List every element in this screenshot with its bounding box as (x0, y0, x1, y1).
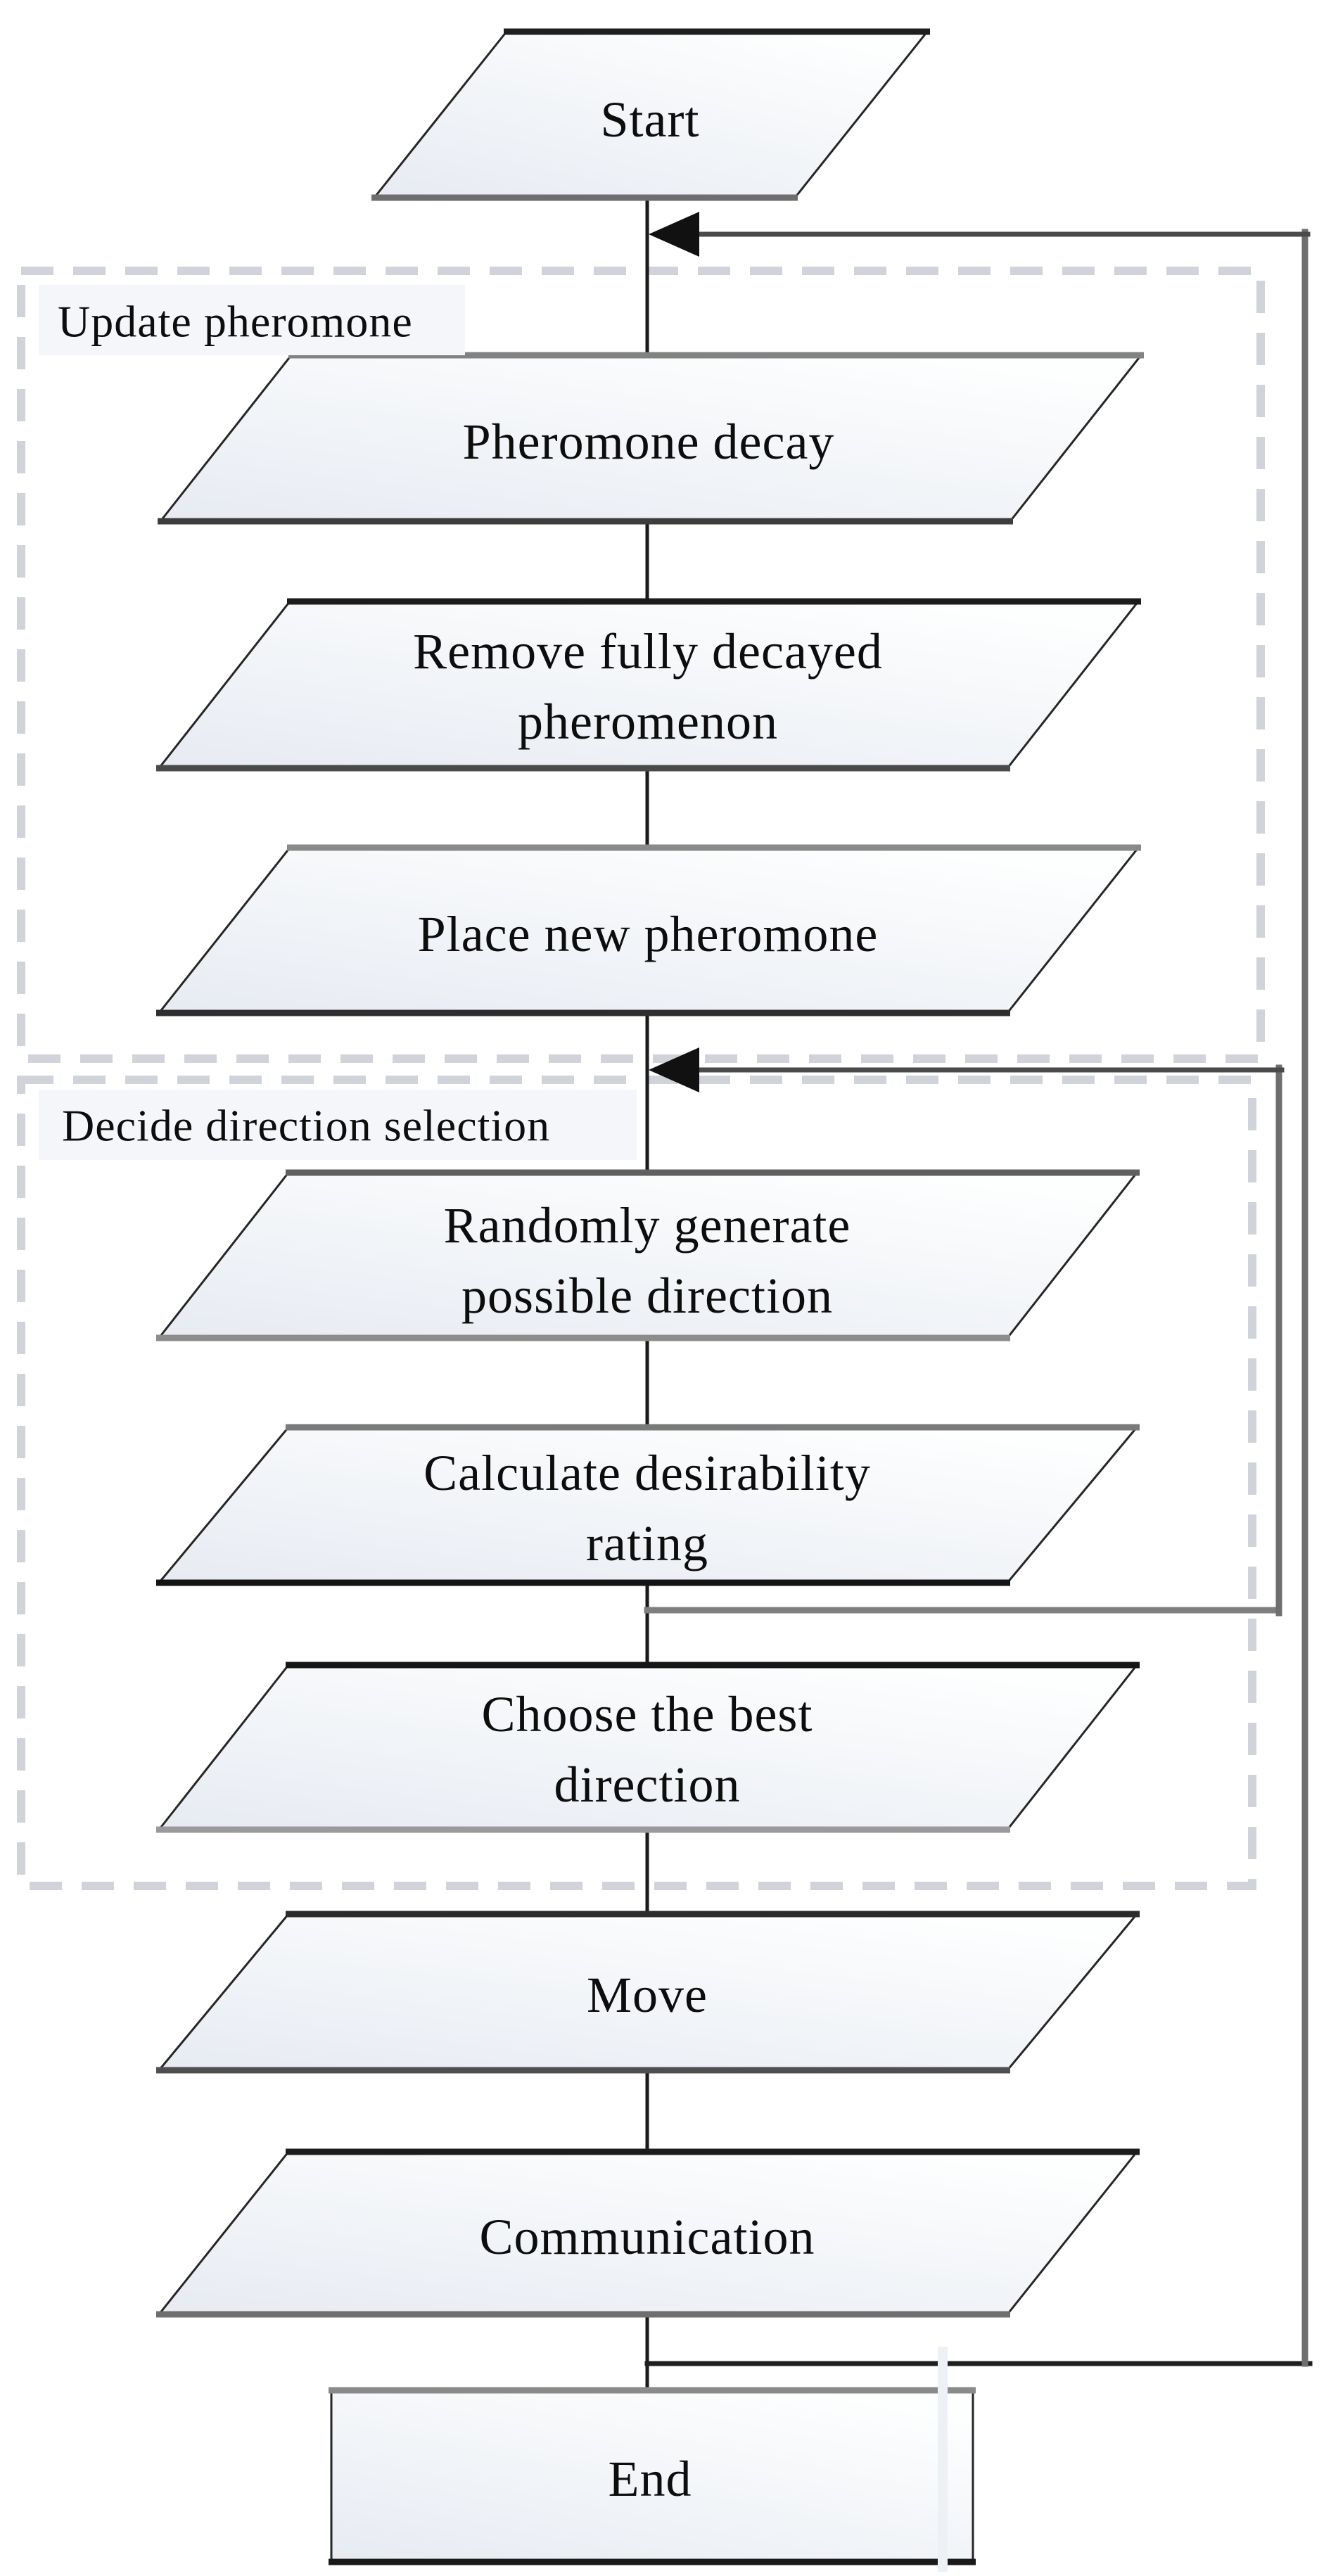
node-start-label-line-1: Start (601, 91, 700, 148)
node-randomly-generate-possible-direction: Randomly generate possible direction (156, 1169, 1140, 1341)
container-decide-direction-selection-border (17, 1076, 1256, 1890)
node-calculate-desirability-rating-label-line-1: Calculate desirability (424, 1445, 871, 1501)
node-move: Move (156, 1911, 1140, 2074)
node-end: End (329, 2387, 976, 2565)
node-remove-fully-decayed-pheromenon: Remove fully decayed pheromenon (156, 598, 1141, 772)
node-remove-fully-decayed-pheromenon-label-line-1: Remove fully decayed (413, 623, 883, 680)
container-update-pheromone-label-bg (39, 285, 465, 355)
container-update-pheromone-label: Update pheromone (58, 297, 413, 347)
node-choose-the-best-direction-label-line-2: direction (554, 1756, 741, 1813)
node-randomly-generate-possible-direction-label-line-2: possible direction (461, 1268, 833, 1324)
node-remove-fully-decayed-pheromenon-label-line-2: pheromenon (518, 694, 778, 750)
node-pheromone-decay: Pheromone decay (158, 352, 1144, 525)
node-choose-the-best-direction: Choose the best direction (156, 1662, 1140, 1833)
node-communication: Communication (156, 2148, 1140, 2318)
node-place-new-pheromone-label-line-1: Place new pheromone (418, 906, 879, 962)
outer-loop-arrowhead (649, 212, 699, 257)
node-communication-label-line-1: Communication (480, 2209, 815, 2265)
inner-loop-arrowhead (649, 1047, 699, 1092)
node-pheromone-decay-label-line-1: Pheromone decay (463, 414, 835, 470)
node-choose-the-best-direction-label-line-1: Choose the best (482, 1686, 813, 1742)
node-move-label-line-1: Move (587, 1967, 708, 2023)
node-randomly-generate-possible-direction-label-line-1: Randomly generate (444, 1197, 851, 1254)
node-start: Start (371, 28, 930, 201)
container-decide-direction-selection-label-bg (39, 1090, 637, 1160)
node-calculate-desirability-rating: Calculate desirability rating (156, 1424, 1140, 1586)
node-end-label-line-1: End (609, 2451, 692, 2507)
node-calculate-desirability-rating-label-line-2: rating (586, 1515, 708, 1571)
node-place-new-pheromone: Place new pheromone (156, 844, 1141, 1016)
container-update-pheromone-border (17, 267, 1265, 1063)
container-decide-direction-selection-label: Decide direction selection (62, 1101, 550, 1151)
